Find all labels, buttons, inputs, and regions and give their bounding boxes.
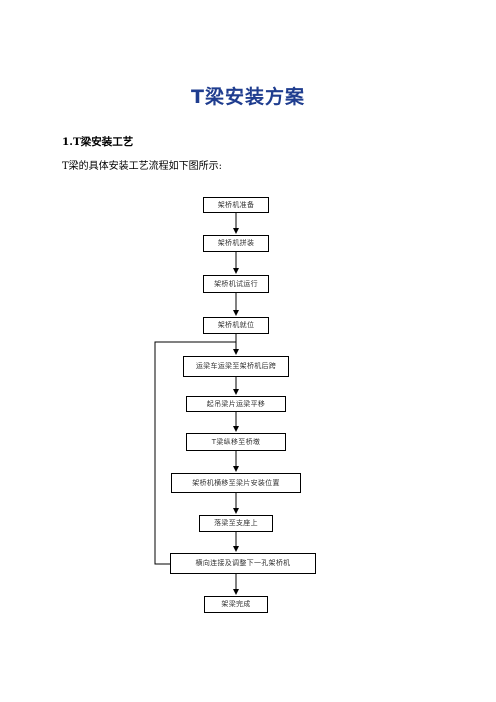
section-heading: 1.T梁安装工艺 <box>62 136 134 148</box>
flow-step-9: 落梁至支座上 <box>199 515 273 532</box>
page-title: T梁安装方案 <box>191 86 305 108</box>
flow-step-5: 运梁车运梁至架桥机后跨 <box>183 356 289 377</box>
flow-step-3: 架桥机试运行 <box>203 275 269 293</box>
loop-back-line <box>154 341 236 565</box>
flow-step-11: 架梁完成 <box>204 596 268 613</box>
flow-step-10: 横向连接及调整下一孔架桥机 <box>170 553 316 574</box>
flow-step-8: 架桥机横移至梁片安装位置 <box>171 473 301 493</box>
intro-paragraph: T梁的具体安装工艺流程如下图所示: <box>62 161 223 172</box>
flow-step-7: T梁纵移至桥墩 <box>186 433 286 451</box>
flow-step-2: 架桥机拼装 <box>203 235 269 252</box>
flow-step-6: 起吊梁片运梁平移 <box>186 396 286 412</box>
flow-step-1: 架桥机准备 <box>203 197 269 213</box>
flow-step-4: 架桥机就位 <box>203 317 269 334</box>
